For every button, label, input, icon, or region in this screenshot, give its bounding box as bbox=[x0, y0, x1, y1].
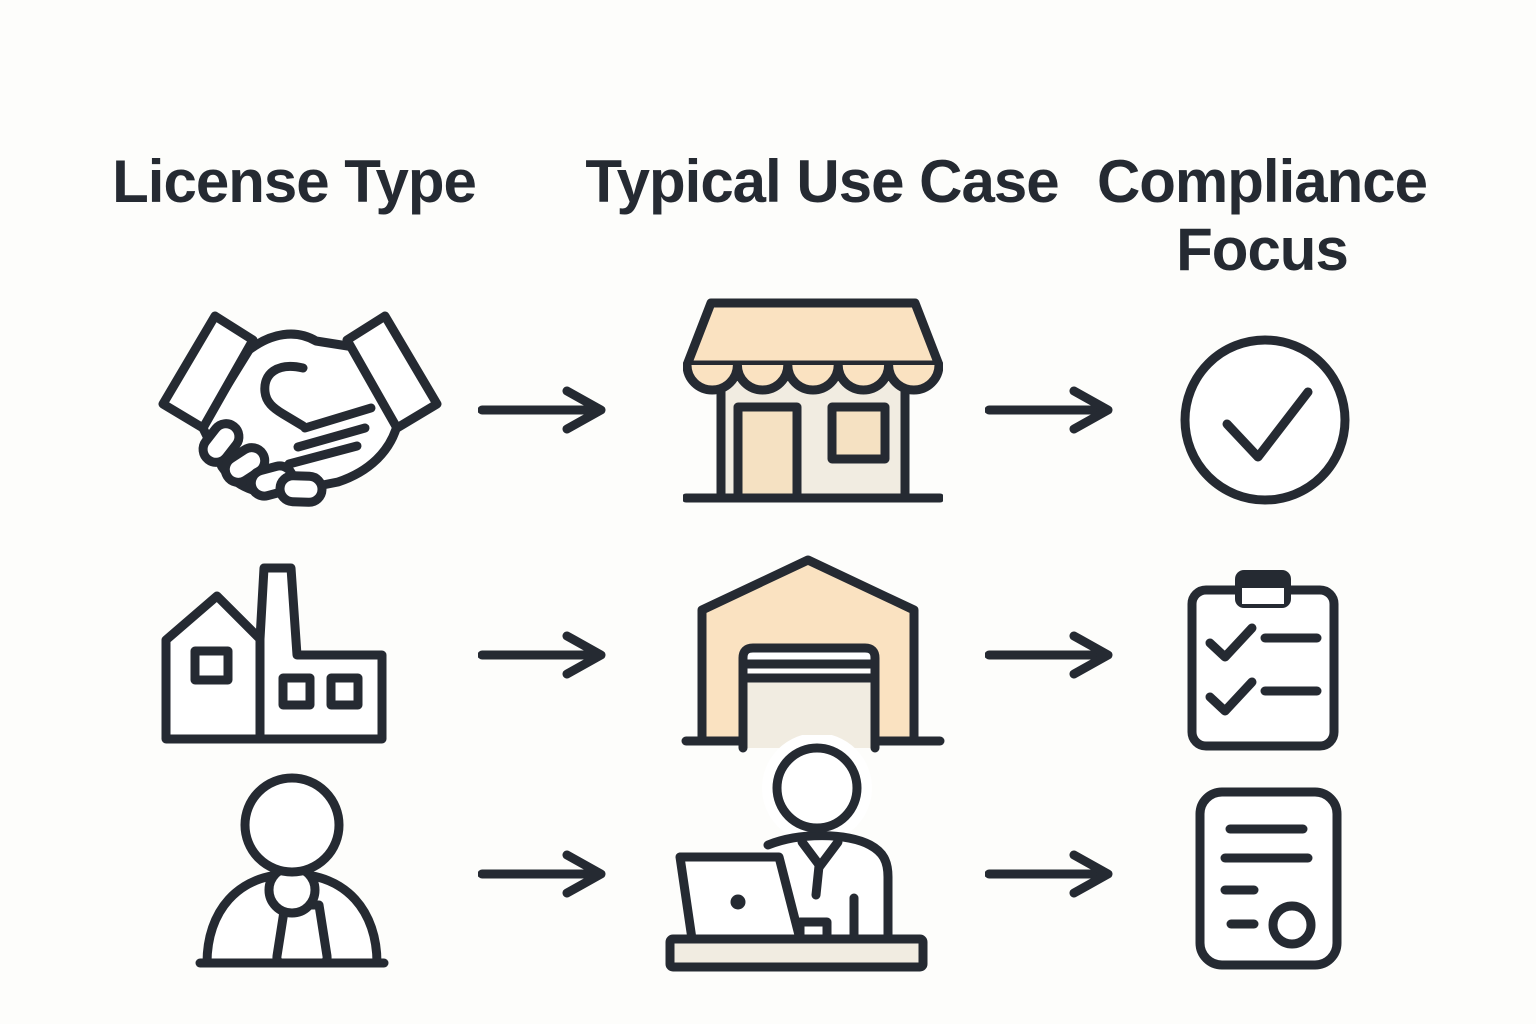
arrow-icon bbox=[478, 849, 618, 899]
arrow-icon bbox=[478, 630, 618, 680]
clipboard-board bbox=[1187, 585, 1339, 751]
column-header-compliance-focus: Compliance Focus bbox=[1096, 148, 1428, 283]
desk bbox=[665, 934, 928, 972]
handshake-right-sleeve bbox=[342, 311, 442, 433]
column-header-license-type: License Type bbox=[112, 148, 477, 215]
person-tie bbox=[272, 900, 332, 968]
worker-head bbox=[772, 743, 862, 833]
store-door bbox=[733, 402, 802, 503]
clipboard-checklist-icon bbox=[1180, 558, 1346, 758]
laptop-logo-dot bbox=[730, 894, 746, 910]
store-awning bbox=[683, 298, 943, 370]
check-item bbox=[1205, 623, 1257, 662]
arrow-icon bbox=[478, 385, 618, 435]
column-header-typical-use-case: Typical Use Case bbox=[585, 148, 1059, 215]
factory-icon bbox=[160, 556, 388, 744]
check-item bbox=[1205, 677, 1257, 716]
checkmark bbox=[1222, 387, 1313, 462]
handshake-left-sleeve bbox=[158, 311, 258, 433]
handshake-icon bbox=[155, 300, 445, 510]
arrow-icon bbox=[985, 630, 1125, 680]
factory-window bbox=[190, 646, 233, 685]
storefront-icon bbox=[683, 293, 943, 508]
document-page bbox=[1195, 787, 1342, 970]
store-awning-scallops bbox=[683, 360, 943, 395]
check-circle-icon bbox=[1175, 330, 1355, 510]
arrow-icon bbox=[985, 849, 1125, 899]
worker-torso bbox=[763, 831, 893, 946]
business-person-icon bbox=[192, 762, 392, 972]
person-at-laptop-icon bbox=[650, 735, 950, 995]
factory-window bbox=[326, 673, 363, 710]
handshake-knuckles bbox=[198, 419, 327, 507]
person-head bbox=[240, 773, 344, 877]
factory-window bbox=[278, 673, 315, 710]
document-seal bbox=[1268, 901, 1316, 949]
store-window bbox=[827, 402, 890, 464]
warehouse-door bbox=[738, 643, 880, 753]
warehouse-icon bbox=[678, 548, 948, 753]
document-seal-icon bbox=[1180, 770, 1360, 990]
arrow-icon bbox=[985, 385, 1125, 435]
